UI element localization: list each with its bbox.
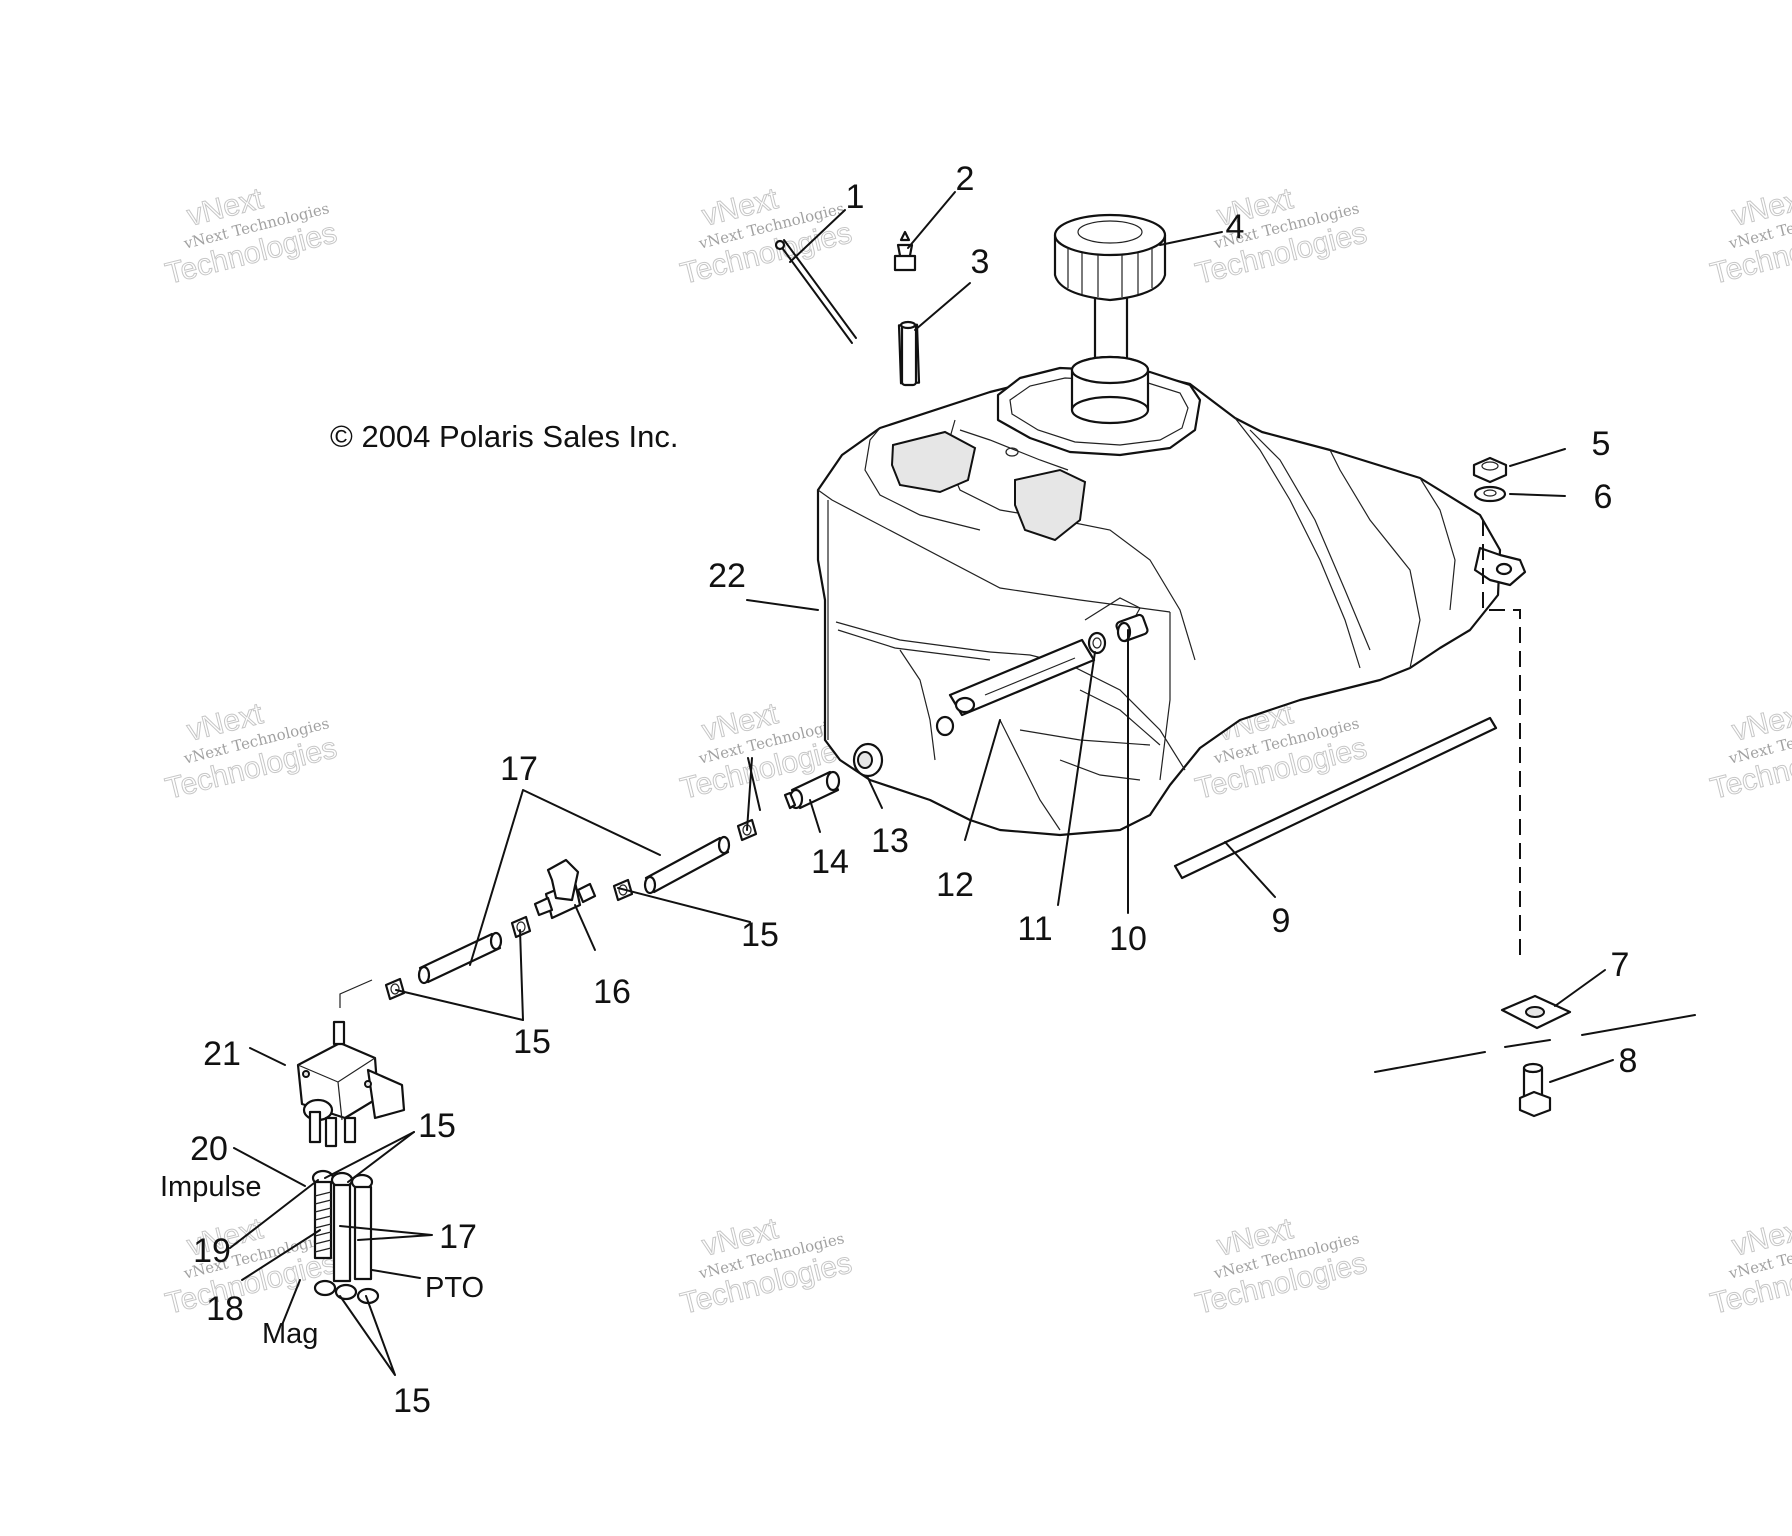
callout-4: 4 (1226, 208, 1245, 246)
watermark: vNext vNext Technologies Technologies (1192, 1212, 1371, 1322)
callout-12: 12 (936, 866, 974, 904)
washer-part-6 (1473, 485, 1507, 503)
clamp-part-15 (510, 915, 532, 939)
callout-20: 20 (190, 1130, 228, 1168)
tank-strap-part-9 (1173, 716, 1498, 880)
callout-7: 7 (1611, 946, 1630, 984)
fuel-tank-body (816, 366, 1527, 837)
callout-17: 17 (500, 750, 538, 788)
vent-fitting-part-2 (893, 230, 917, 272)
callout-6: 6 (1594, 478, 1613, 516)
leader-lines (229, 191, 1614, 1376)
callout-19: 19 (193, 1232, 231, 1270)
mounting-centerline (1482, 520, 1521, 955)
fitting-part-14 (783, 770, 841, 810)
watermark: vNext vNext Technologies Technologies (677, 182, 856, 292)
callout-22: 22 (708, 557, 746, 595)
watermark: vNext vNext Technologies Technologies (677, 1212, 856, 1322)
pump-outlet-leader (339, 979, 373, 1008)
label-pto: PTO (425, 1272, 484, 1304)
bracket-part-12 (935, 638, 1096, 737)
spacer-part-11 (1087, 631, 1107, 655)
callout-15: 15 (741, 916, 779, 954)
callout-16: 16 (593, 973, 631, 1011)
callout-17: 17 (439, 1218, 477, 1256)
callout-8: 8 (1619, 1042, 1638, 1080)
clamp-part-15 (384, 977, 406, 1001)
watermark: vNext vNext Technologies Technologies (1707, 697, 1792, 807)
vent-hose-part-3 (897, 320, 921, 387)
callout-15: 15 (418, 1107, 456, 1145)
watermarks: vNext vNext Technologies Technologies vN… (162, 182, 1792, 1322)
grommet-pad-part-7 (1500, 994, 1572, 1030)
callout-15: 15 (393, 1382, 431, 1420)
callout-3: 3 (971, 243, 990, 281)
pump-hoses-lower (311, 1169, 380, 1305)
callout-2: 2 (956, 160, 975, 198)
nut-part-5 (1472, 456, 1508, 484)
label-mag: Mag (262, 1318, 318, 1350)
callout-13: 13 (871, 822, 909, 860)
callout-14: 14 (811, 843, 849, 881)
fuel-pump-part-21 (296, 1020, 406, 1148)
grommet-part-13 (852, 742, 884, 778)
fuel-valve-part-16 (533, 858, 597, 920)
copyright-notice: © 2004 Polaris Sales Inc. (330, 419, 679, 454)
fuel-hose-part-17-upper (643, 835, 731, 895)
callout-21: 21 (203, 1035, 241, 1073)
fuel-hose-part-17-lower (417, 931, 503, 985)
bolt-part-8 (1518, 1062, 1552, 1118)
watermark: vNext vNext Technologies Technologies (1192, 182, 1371, 292)
watermark: vNext vNext Technologies Technologies (1707, 182, 1792, 292)
stud-part-10 (1115, 613, 1149, 643)
callouts: 1 2 3 4 5 6 7 8 9 10 11 12 13 14 15 15 1… (190, 160, 1637, 1420)
callout-11: 11 (1017, 910, 1052, 948)
callout-10: 10 (1109, 920, 1147, 958)
watermark: vNext vNext Technologies Technologies (162, 697, 341, 807)
watermark: vNext vNext Technologies Technologies (162, 1212, 341, 1322)
callout-18: 18 (206, 1290, 244, 1328)
fuel-cap-assembly (1053, 213, 1167, 425)
label-impulse: Impulse (160, 1171, 262, 1203)
callout-15: 15 (513, 1023, 551, 1061)
callout-1: 1 (846, 178, 865, 216)
watermark: vNext vNext Technologies Technologies (162, 182, 341, 292)
callout-5: 5 (1592, 425, 1611, 463)
frame-line (1374, 1014, 1696, 1073)
callout-9: 9 (1272, 902, 1291, 940)
watermark: vNext vNext Technologies Technologies (1707, 1212, 1792, 1322)
